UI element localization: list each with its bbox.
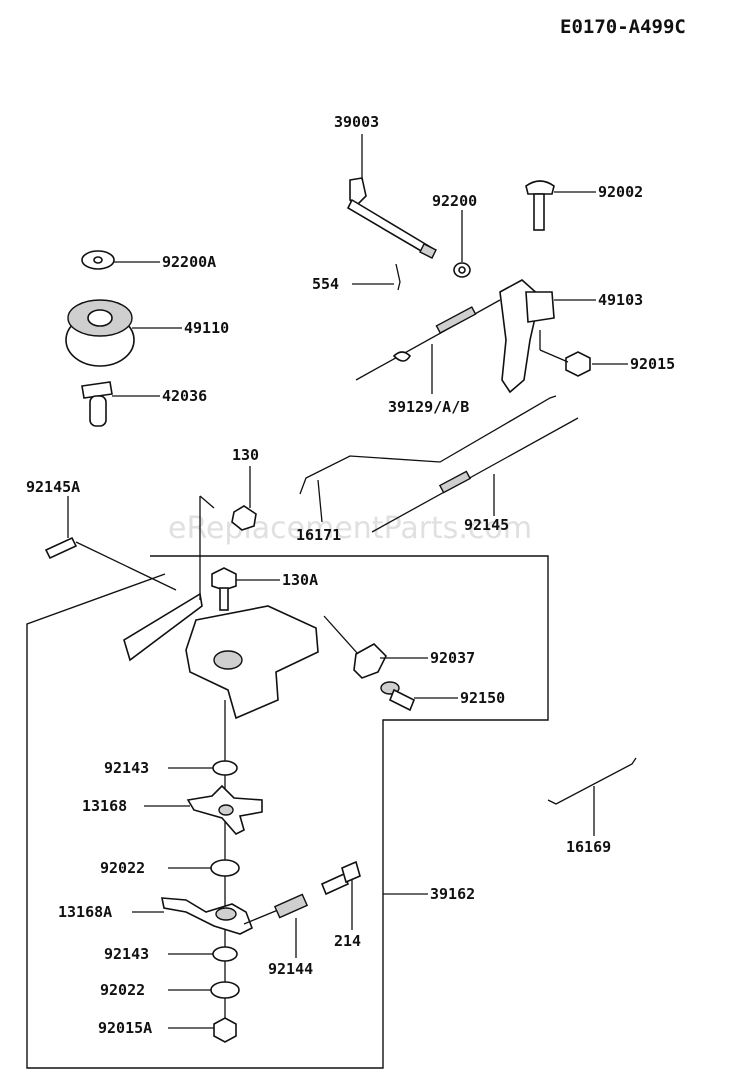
label-92200[interactable]: 92200	[432, 192, 477, 210]
part-92143-upper-shape	[212, 760, 238, 776]
label-92022-upper[interactable]: 92022	[100, 859, 145, 877]
label-92015A[interactable]: 92015A	[98, 1019, 152, 1037]
label-49110[interactable]: 49110	[184, 319, 229, 337]
part-16171-shape	[299, 395, 557, 495]
label-39003[interactable]: 39003	[334, 113, 379, 131]
label-39129[interactable]: 39129/A/B	[388, 398, 469, 416]
label-130[interactable]: 130	[232, 446, 259, 464]
label-39162[interactable]: 39162	[430, 885, 475, 903]
part-92145A-shape	[44, 536, 177, 591]
part-92015A-shape	[213, 1017, 237, 1043]
part-130A-shape	[211, 567, 237, 611]
label-92143-upper[interactable]: 92143	[104, 759, 149, 777]
label-42036[interactable]: 42036	[162, 387, 207, 405]
part-92200-hole	[458, 266, 466, 274]
governor-bracket-shape	[123, 495, 319, 720]
label-92145A[interactable]: 92145A	[26, 478, 80, 496]
part-92002-shape	[525, 180, 555, 231]
label-49103[interactable]: 49103	[598, 291, 643, 309]
label-130A[interactable]: 130A	[282, 571, 318, 589]
part-92143-lower-shape	[212, 946, 238, 962]
label-16169[interactable]: 16169	[566, 838, 611, 856]
leader-92015-b	[539, 349, 569, 363]
label-92200A[interactable]: 92200A	[162, 253, 216, 271]
label-16171[interactable]: 16171	[296, 526, 341, 544]
part-92145-shape	[371, 417, 579, 533]
label-13168[interactable]: 13168	[82, 797, 127, 815]
part-49103-shape	[499, 279, 555, 394]
part-13168A-shape	[161, 897, 254, 935]
label-13168A[interactable]: 13168A	[58, 903, 112, 921]
part-92022-upper-shape	[210, 859, 240, 877]
label-214[interactable]: 214	[334, 932, 361, 950]
part-130-shape	[231, 505, 257, 531]
part-92144-shape	[243, 893, 309, 925]
part-39003-shape	[346, 177, 437, 259]
label-92015[interactable]: 92015	[630, 355, 675, 373]
label-554[interactable]: 554	[312, 275, 339, 293]
part-92022-lower-shape	[210, 981, 240, 999]
watermark: eReplacementParts.com	[168, 511, 532, 546]
label-92022-lower[interactable]: 92022	[100, 981, 145, 999]
part-92200A-hole	[93, 256, 103, 264]
part-39129-shape	[355, 299, 501, 381]
part-92015-shape	[565, 351, 591, 377]
leader-16171	[317, 479, 323, 523]
label-92144[interactable]: 92144	[268, 960, 313, 978]
part-49110-shape	[65, 299, 135, 367]
part-42036-shape	[81, 381, 113, 427]
part-92037-shape	[353, 643, 387, 679]
part-214-shape	[320, 860, 361, 896]
part-554-shape	[395, 263, 401, 291]
part-16169-shape	[547, 757, 637, 805]
label-92145[interactable]: 92145	[464, 516, 509, 534]
part-92150-shape	[380, 681, 416, 712]
label-92143-lower[interactable]: 92143	[104, 945, 149, 963]
part-13168-shape	[186, 784, 263, 835]
label-92002[interactable]: 92002	[598, 183, 643, 201]
label-92150[interactable]: 92150	[460, 689, 505, 707]
diagram-code: E0170-A499C	[560, 16, 686, 38]
leader-92037-a	[323, 615, 359, 655]
label-92037[interactable]: 92037	[430, 649, 475, 667]
